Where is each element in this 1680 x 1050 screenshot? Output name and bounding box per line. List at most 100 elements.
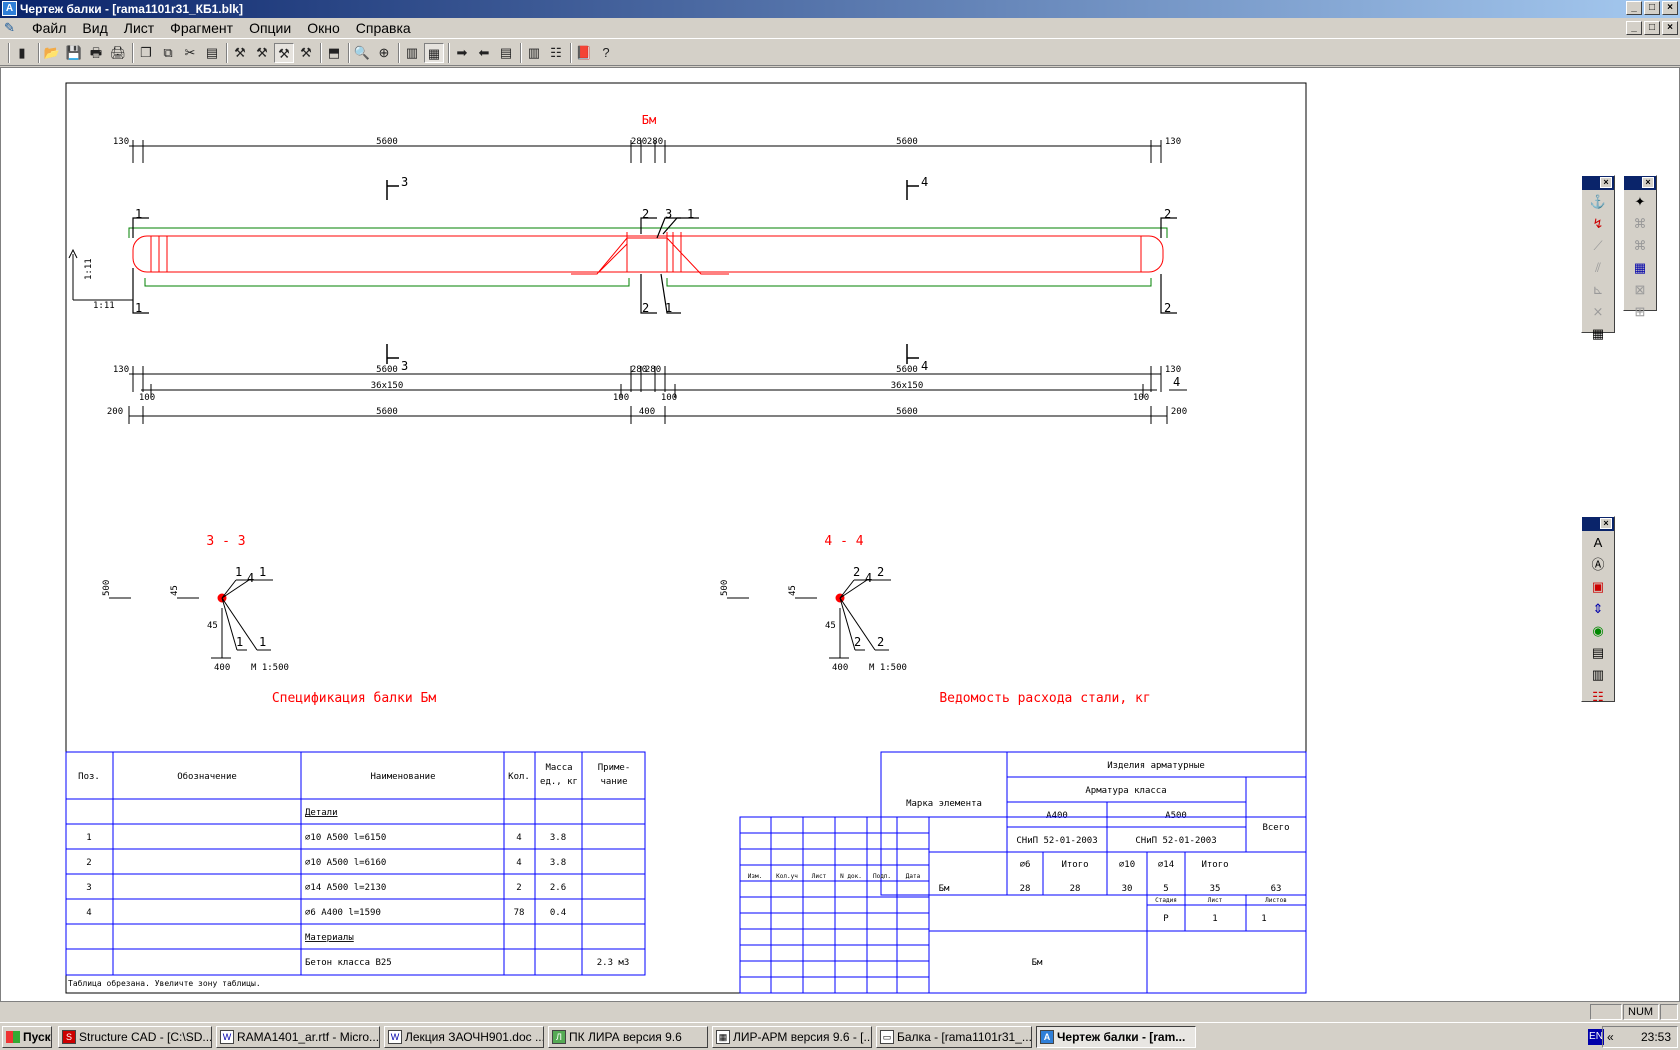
rebar-icon[interactable]: ⟋ bbox=[1593, 238, 1603, 253]
copy-icon[interactable]: ❐ bbox=[140, 45, 152, 60]
taskbar-item[interactable]: ▭Балка - [rama1101r31_... bbox=[876, 1026, 1032, 1048]
menu-options[interactable]: Опции bbox=[249, 20, 292, 36]
stamp-label: Стадия bbox=[1155, 897, 1177, 904]
maximize-button[interactable]: □ bbox=[1644, 1, 1660, 15]
grid-icon[interactable]: ▦ bbox=[424, 43, 444, 63]
dim-label: 45 bbox=[170, 585, 180, 596]
spec-header: Кол. bbox=[508, 772, 530, 782]
taskbar-item[interactable]: ▦ЛИР-АРМ версия 9.6 - [... bbox=[712, 1026, 872, 1048]
rebar4-icon[interactable]: ⨯ bbox=[1592, 304, 1604, 319]
columns-icon[interactable]: ▥ bbox=[405, 45, 419, 60]
document-icon[interactable]: ✎ bbox=[4, 20, 15, 35]
drawing-canvas[interactable]: Бм 130 5600 280 280 5600 130 3 3 4 4 bbox=[1, 68, 1317, 1003]
language-indicator[interactable]: EN bbox=[1588, 1029, 1604, 1045]
close-icon[interactable]: × bbox=[1642, 177, 1654, 188]
rebar3-icon[interactable]: ⊾ bbox=[1592, 282, 1604, 297]
layers-icon[interactable]: ▤ bbox=[205, 45, 219, 60]
insert-icon[interactable]: ⬒ bbox=[327, 45, 341, 60]
book-icon[interactable]: 📕 bbox=[575, 45, 593, 60]
lir-arm-icon: ▦ bbox=[716, 1030, 730, 1044]
dim-label: 130 bbox=[1165, 137, 1181, 147]
text-frame-icon[interactable]: Ⓐ bbox=[1591, 557, 1605, 572]
cut-icon[interactable]: ✂ bbox=[184, 45, 196, 60]
exit-icon[interactable]: ▮ bbox=[18, 45, 26, 60]
hammer-green-icon[interactable]: ⚒ bbox=[256, 45, 268, 60]
spec-header: Обозначение bbox=[177, 771, 237, 782]
num-lock-indicator: NUM bbox=[1623, 1004, 1659, 1020]
arrow-left-icon[interactable]: ⬅ bbox=[478, 45, 490, 60]
cross-grid-icon[interactable]: ⊠ bbox=[1634, 282, 1646, 297]
steel-table bbox=[880, 751, 1307, 896]
print-preview-icon[interactable]: 🖨 bbox=[109, 45, 127, 60]
print-icon[interactable]: 🖶 bbox=[89, 45, 103, 60]
globe-icon[interactable]: ◉ bbox=[1592, 623, 1604, 638]
hammer-pressed-icon[interactable]: ⚒ bbox=[274, 43, 294, 63]
text-icon[interactable]: A bbox=[1593, 535, 1603, 550]
slope-label: 1:11 bbox=[84, 258, 94, 280]
close-icon[interactable]: × bbox=[1600, 518, 1612, 529]
hammer-icon[interactable]: ⚒ bbox=[234, 45, 246, 60]
document-icon[interactable]: ▥ bbox=[1591, 667, 1605, 682]
drawing-area[interactable]: Бм 130 5600 280 280 5600 130 3 3 4 4 bbox=[0, 67, 1680, 1002]
mesh-icon[interactable]: ▦ bbox=[1591, 326, 1605, 341]
dim-label: 36x150 bbox=[891, 381, 924, 391]
title-bar[interactable]: A Чертеж балки - [rama1101r31_КБ1.blk] _… bbox=[0, 0, 1680, 18]
rebar2-icon[interactable]: ⫽ bbox=[1595, 260, 1601, 275]
zoom-icon[interactable]: 🔍 bbox=[353, 45, 371, 60]
spec-cell: 2.3 м3 bbox=[597, 958, 630, 968]
save-icon[interactable]: 💾 bbox=[65, 45, 83, 60]
structure-cad-icon: S bbox=[62, 1030, 76, 1044]
doc-restore-button[interactable]: □ bbox=[1644, 21, 1660, 35]
stamp-label: Подп. bbox=[873, 873, 891, 880]
arrow-right-icon[interactable]: ➡ bbox=[456, 45, 468, 60]
app-icon[interactable]: A bbox=[2, 1, 17, 16]
chart-icon[interactable]: ▥ bbox=[527, 45, 541, 60]
hammer-yellow-icon[interactable]: ⚒ bbox=[300, 45, 312, 60]
new-detail-icon[interactable]: ✦ bbox=[1634, 194, 1646, 209]
list-icon[interactable]: ☷ bbox=[1592, 689, 1604, 704]
list-icon[interactable]: ☷ bbox=[550, 45, 562, 60]
detail2-icon[interactable]: ⌘ bbox=[1633, 216, 1647, 231]
paste-icon[interactable]: ⧉ bbox=[163, 45, 173, 60]
stamp-icon[interactable]: ▣ bbox=[1591, 579, 1605, 594]
zoom-in-icon[interactable]: ⊕ bbox=[378, 45, 390, 60]
menu-help[interactable]: Справка bbox=[355, 20, 411, 36]
spec-cell: ∅10 А500 l=6160 bbox=[305, 858, 386, 868]
spec-cell: 3.8 bbox=[550, 833, 566, 843]
spec-title: Спецификация балки Бм bbox=[272, 691, 437, 706]
dim-label: 5600 bbox=[896, 365, 918, 375]
doc-minimize-button[interactable]: _ bbox=[1626, 21, 1642, 35]
dim-label: 36x150 bbox=[371, 381, 404, 391]
minimize-button[interactable]: _ bbox=[1626, 1, 1642, 15]
bend-icon[interactable]: ↯ bbox=[1592, 216, 1604, 231]
dim-label: 130 bbox=[113, 365, 129, 375]
close-icon[interactable]: × bbox=[1600, 177, 1612, 188]
table-icon[interactable]: ▤ bbox=[499, 45, 513, 60]
menu-view[interactable]: Вид bbox=[82, 20, 108, 36]
window-title: Чертеж балки - [rama1101r31_КБ1.blk] bbox=[20, 2, 243, 16]
menu-sheet[interactable]: Лист bbox=[123, 20, 155, 36]
anchor-icon[interactable]: ⚓ bbox=[1589, 194, 1607, 209]
doc-close-button[interactable]: × bbox=[1662, 21, 1678, 35]
menu-file[interactable]: Файл bbox=[32, 20, 67, 36]
detail3-icon[interactable]: ⌘ bbox=[1633, 238, 1647, 253]
menu-window[interactable]: Окно bbox=[307, 20, 340, 36]
open-icon[interactable]: 📂 bbox=[43, 45, 61, 60]
tray-expand-icon[interactable]: « bbox=[1607, 1030, 1614, 1044]
grid2-icon[interactable]: ⊞ bbox=[1634, 304, 1646, 319]
grid-icon[interactable]: ▦ bbox=[1633, 260, 1647, 275]
pos-label: 2 bbox=[853, 565, 860, 579]
menu-fragment[interactable]: Фрагмент bbox=[170, 20, 234, 36]
help-icon[interactable]: ? bbox=[602, 45, 610, 60]
dimension-icon[interactable]: ⇕ bbox=[1592, 601, 1604, 616]
close-button[interactable]: × bbox=[1662, 1, 1678, 15]
table-icon[interactable]: ▤ bbox=[1591, 645, 1605, 660]
start-button[interactable]: Пуск bbox=[2, 1026, 52, 1048]
dim-label: 200 bbox=[107, 407, 123, 417]
steel-header: Арматура класса bbox=[1085, 786, 1166, 796]
